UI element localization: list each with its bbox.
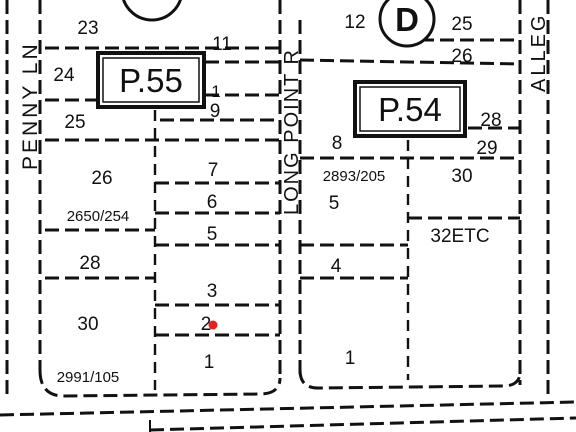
lot-number: 1 — [204, 352, 215, 373]
left-block-lot-lines — [45, 46, 280, 390]
lot-number: 23 — [77, 18, 98, 39]
lot-number: 5 — [207, 224, 218, 245]
lot-number: 1 — [345, 348, 356, 369]
page-box-p54: P.54 — [353, 80, 467, 138]
location-marker-dot — [208, 320, 218, 330]
lot-number: 2991/105 — [57, 369, 120, 386]
grid-circle-d: D — [378, 0, 436, 48]
street-alleg: ALLEG — [528, 13, 550, 92]
lot-number: 8 — [332, 133, 343, 154]
left-block-lot-numbers: 23 24 25 26 2650/254 28 30 2991/105 11 1… — [53, 18, 231, 386]
lot-number: 1 — [211, 82, 220, 101]
page-box-label: P.54 — [378, 91, 442, 128]
lot-number: 32ETC — [430, 226, 489, 247]
lot-number: 26 — [91, 168, 112, 189]
lot-number: 28 — [480, 110, 501, 131]
lot-number: 2893/205 — [323, 168, 386, 185]
lot-number: 30 — [77, 314, 98, 335]
lot-number: 2650/254 — [67, 208, 130, 225]
lot-number: 26 — [451, 46, 472, 67]
lot-number: 25 — [64, 112, 85, 133]
street-long-point: LONG POINT R — [281, 48, 303, 215]
right-block-lot-lines — [299, 38, 521, 380]
lot-number: 25 — [451, 14, 472, 35]
lot-number: 29 — [476, 138, 497, 159]
lot-number: 5 — [329, 193, 340, 214]
lot-number: 30 — [451, 166, 472, 187]
lot-number: 6 — [207, 192, 218, 213]
grid-letter: D — [395, 1, 419, 38]
lot-number: 9 — [210, 101, 221, 122]
lot-number: 7 — [208, 160, 219, 181]
street-penny-ln: PENNY LN — [19, 41, 42, 170]
lot-number: 4 — [331, 256, 342, 277]
lot-number: 24 — [53, 65, 75, 86]
lot-number: 3 — [207, 281, 218, 302]
page-box-label: P.55 — [119, 62, 183, 99]
lot-number: 28 — [79, 253, 100, 274]
page-box-p55: P.55 — [96, 51, 206, 109]
lot-number: 12 — [344, 12, 365, 33]
grid-circle-top — [122, 0, 182, 22]
right-block-lot-numbers: 12 25 26 28 29 8 2893/205 30 5 32ETC 4 1 — [323, 12, 502, 369]
lot-number: 11 — [212, 34, 232, 55]
lot-number: 2 — [201, 314, 212, 335]
